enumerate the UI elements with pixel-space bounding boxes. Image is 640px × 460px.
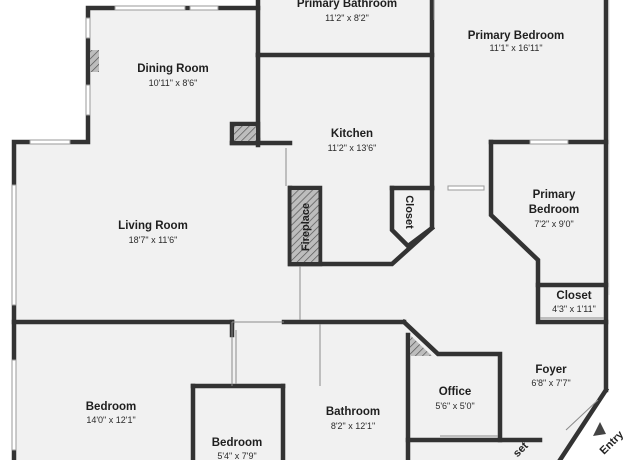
- svg-text:Primary Bedroom: Primary Bedroom: [468, 30, 565, 42]
- room-label-bedroom: Bedroom 14'0" x 12'1": [86, 401, 136, 425]
- room-label-kitchen: Kitchen 11'2" x 13'6": [328, 128, 377, 153]
- svg-text:Bathroom: Bathroom: [326, 406, 380, 418]
- svg-text:Office: Office: [439, 386, 472, 398]
- svg-text:18'7" x 11'6": 18'7" x 11'6": [129, 235, 178, 245]
- wall-niche: [90, 50, 99, 72]
- fireplace-hearth: [291, 190, 319, 262]
- room-label-foyer: Foyer 6'8" x 7'7": [531, 364, 570, 388]
- svg-text:Living Room: Living Room: [118, 220, 188, 232]
- svg-text:5'4" x 7'9": 5'4" x 7'9": [217, 451, 256, 460]
- room-label-primary-bedroom-2: Primary Bedroom 7'2" x 9'0": [529, 189, 579, 229]
- entry-arrow-icon: [593, 422, 606, 436]
- room-label-living-room: Living Room 18'7" x 11'6": [118, 220, 188, 245]
- svg-text:4'3" x 1'11": 4'3" x 1'11": [552, 304, 596, 314]
- room-label-bedroom-small: Bedroom 5'4" x 7'9": [212, 437, 262, 460]
- closet-kitchen-label: Closet: [403, 195, 415, 229]
- svg-text:11'2" x 8'2": 11'2" x 8'2": [325, 13, 369, 23]
- svg-text:7'2" x 9'0": 7'2" x 9'0": [534, 219, 573, 229]
- svg-text:Bedroom: Bedroom: [212, 437, 262, 449]
- room-label-primary-bathroom: Primary Bathroom 11'2" x 8'2": [297, 0, 397, 23]
- room-label-closet-east: Closet 4'3" x 1'11": [552, 290, 596, 314]
- svg-text:10'11" x 8'6": 10'11" x 8'6": [149, 78, 198, 88]
- svg-text:14'0" x 12'1": 14'0" x 12'1": [86, 415, 135, 425]
- fireplace-label: Fireplace: [300, 203, 312, 251]
- svg-text:Dining Room: Dining Room: [137, 63, 209, 75]
- svg-text:Kitchen: Kitchen: [331, 128, 373, 140]
- svg-text:Bedroom: Bedroom: [86, 401, 136, 413]
- chimney: [234, 126, 256, 141]
- room-label-primary-bedroom: Primary Bedroom 11'1" x 16'11": [468, 30, 565, 53]
- corner-chase: [410, 335, 432, 356]
- svg-text:6'8" x 7'7": 6'8" x 7'7": [531, 378, 570, 388]
- svg-text:11'2" x 13'6": 11'2" x 13'6": [328, 143, 377, 153]
- svg-text:11'1" x 16'11": 11'1" x 16'11": [489, 43, 542, 53]
- room-label-dining-room: Dining Room 10'11" x 8'6": [137, 63, 209, 88]
- svg-text:Foyer: Foyer: [535, 364, 567, 376]
- svg-text:Bedroom: Bedroom: [529, 204, 579, 216]
- windows: [11, 5, 569, 451]
- svg-text:Primary: Primary: [533, 189, 576, 201]
- hatched-areas: [90, 50, 432, 356]
- room-label-office: Office 5'6" x 5'0": [435, 386, 474, 411]
- svg-text:8'2" x 12'1": 8'2" x 12'1": [331, 421, 375, 431]
- walls: [11, 0, 610, 460]
- svg-text:Closet: Closet: [556, 290, 591, 302]
- entry-marker: Entry: [593, 422, 627, 457]
- openings: [231, 0, 604, 437]
- room-label-bathroom: Bathroom 8'2" x 12'1": [326, 406, 380, 431]
- svg-text:Primary Bathroom: Primary Bathroom: [297, 0, 397, 10]
- svg-text:5'6" x 5'0": 5'6" x 5'0": [435, 401, 474, 411]
